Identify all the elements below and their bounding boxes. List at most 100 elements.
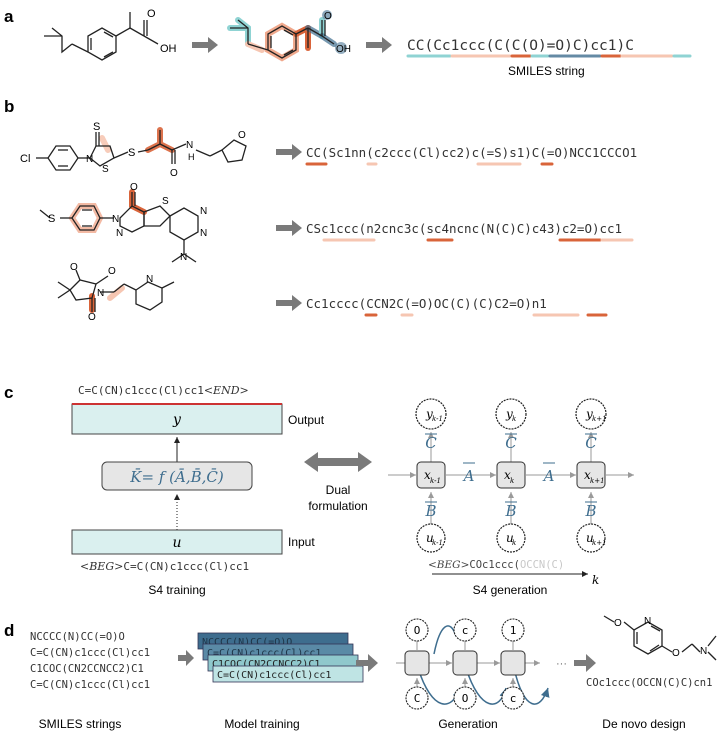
training-card-text-0: NCCCC(N)CC(=O)O xyxy=(202,637,292,648)
y-node-label-0: y xyxy=(425,407,433,421)
atom-s-b2b: S xyxy=(162,196,169,207)
gen-input-node-0 xyxy=(405,686,429,710)
ibuprofen-highlighted: O OH xyxy=(227,10,351,62)
y-node-sub-1: k xyxy=(512,415,516,423)
gen-output-node-2 xyxy=(501,618,525,642)
molecule-b2: S N O N S N N N xyxy=(39,182,207,263)
atom-o-label: O xyxy=(147,8,156,20)
arrow-a2 xyxy=(366,37,392,53)
panel-d-caption-2: Generation xyxy=(438,717,497,731)
gen-input-token-1: O xyxy=(462,692,469,705)
arrow-d3 xyxy=(574,654,596,672)
smiles-list: NCCCC(N)CC(=O)OC=C(CN)c1ccc(Cl)cc1C1COC(… xyxy=(30,631,150,691)
training-card-text-1: C=C(CN)c1ccc(Cl)cc1 xyxy=(207,648,321,659)
u-node-label-1: u xyxy=(506,531,514,545)
atom-n-b1: N xyxy=(86,154,93,165)
u-node-sub-2: k+1 xyxy=(592,539,607,547)
atom-o-ring: O xyxy=(238,130,246,141)
atom-s-b2: S xyxy=(48,213,55,225)
x-node-label-0: x xyxy=(424,468,431,482)
product-atom-o2: O xyxy=(672,648,680,659)
atom-cl: Cl xyxy=(20,153,30,165)
product-molecule xyxy=(603,615,717,661)
gen-input-token-0: C xyxy=(414,692,421,705)
atom-n-b3b: N xyxy=(146,274,153,285)
u-node-2 xyxy=(576,523,606,553)
b-bar-1: B xyxy=(504,502,516,520)
a-bar-1: A xyxy=(462,467,475,485)
panel-d: d NCCCC(N)CC(=O)OC=C(CN)c1ccc(Cl)cc1C1CO… xyxy=(4,615,717,731)
atom-oh-label-hl: OH xyxy=(336,44,351,55)
dual-label-1: Dual xyxy=(326,483,351,497)
u-node-label-2: u xyxy=(586,531,594,545)
atom-o-amide: O xyxy=(170,168,178,179)
product-atom-n1: N xyxy=(644,616,651,627)
kernel-formula: K̄= f (Ā,B̄,C̄) xyxy=(129,468,224,486)
y-node-sub-2: k+1 xyxy=(592,415,607,423)
molecule-b3: O O O N N xyxy=(57,262,175,323)
gen-output-token-2: 1 xyxy=(510,624,517,637)
smiles-b1: CC(Sc1nn(c2ccc(Cl)cc2)c(=S)s1)C(=O)NCC1C… xyxy=(306,145,637,160)
training-card-text-3: C=C(CN)c1ccc(Cl)cc1 xyxy=(217,670,331,681)
gen-state-node-0 xyxy=(404,650,430,676)
c-bar-2: C xyxy=(585,434,597,452)
gen-output-token-0: O xyxy=(414,624,421,637)
panel-d-caption-1: Model training xyxy=(224,717,299,731)
output-sequence-text: C=C(CN)c1ccc(Cl)cc1 xyxy=(78,384,204,397)
s4-generation-graph: A A xyxy=(388,462,634,485)
atom-s-ring: S xyxy=(102,164,109,175)
y-node-label-1: y xyxy=(505,407,513,421)
smiles-list-item: C=C(CN)c1ccc(Cl)cc1 xyxy=(30,679,150,691)
s4-training-caption: S4 training xyxy=(148,583,205,597)
atom-o-label-hl: O xyxy=(324,11,332,22)
k-axis-label: k xyxy=(592,573,599,587)
c-bar-1: C xyxy=(505,434,517,452)
dual-arrow xyxy=(304,452,372,472)
u-node-1 xyxy=(496,523,526,553)
b-bar-0: B xyxy=(424,502,436,520)
gen-input-node-1 xyxy=(453,686,477,710)
u-node-label-0: u xyxy=(426,531,434,545)
smiles-b2: CSc1ccc(n2cnc3c(sc4ncnc(N(C)C)c43)c2=O)c… xyxy=(306,221,622,236)
a-bar-2: A xyxy=(542,467,555,485)
atom-n-b2e: N xyxy=(180,252,187,263)
kernel-box xyxy=(101,461,253,491)
end-token: <END> xyxy=(204,384,249,397)
smiles-list-item: NCCCC(N)CC(=O)O xyxy=(30,631,125,643)
panel-c-label: c xyxy=(4,383,13,402)
gen-output-node-0 xyxy=(405,618,429,642)
arrow-d2 xyxy=(356,654,378,672)
panel-a: a O OH xyxy=(4,7,692,78)
smiles-string-caption: SMILES string xyxy=(508,64,585,78)
output-y-symbol: y xyxy=(172,412,182,428)
arrow-b1 xyxy=(276,144,302,160)
u-node-0 xyxy=(416,523,446,553)
input-sequence: <BEG>C=C(CN)c1ccc(Cl)cc1 xyxy=(80,560,249,573)
y-node-sub-0: k-1 xyxy=(432,415,443,423)
gen-output-node-1 xyxy=(453,618,477,642)
x-state-node-1 xyxy=(496,461,526,489)
product-atom-n2: N xyxy=(700,646,707,657)
gen-ellipsis: ··· xyxy=(556,658,567,670)
gen-input-node-2 xyxy=(501,686,525,710)
c-bar-0: C xyxy=(425,434,437,452)
x-node-sub-1: k xyxy=(510,477,514,485)
panel-b: b xyxy=(4,97,637,323)
arrow-d1 xyxy=(178,650,194,666)
kernel-lhs: K̄ xyxy=(129,468,142,486)
y-node-label-2: y xyxy=(585,407,593,421)
arrow-a1 xyxy=(192,37,218,53)
x-state-node-0 xyxy=(416,461,446,489)
gen-seq-visible: COc1ccc( xyxy=(469,559,520,571)
product-atom-o1: O xyxy=(614,618,622,629)
arrow-b3 xyxy=(276,295,302,311)
atom-o-b3c: O xyxy=(88,312,96,323)
atom-n-b3a: N xyxy=(97,288,104,299)
smiles-list-item: C=C(CN)c1ccc(Cl)cc1 xyxy=(30,647,150,659)
panel-d-label: d xyxy=(4,621,14,640)
x-state-node-2 xyxy=(576,461,606,489)
dual-label-2: formulation xyxy=(308,499,367,513)
atom-s-bridge: S xyxy=(128,147,135,159)
